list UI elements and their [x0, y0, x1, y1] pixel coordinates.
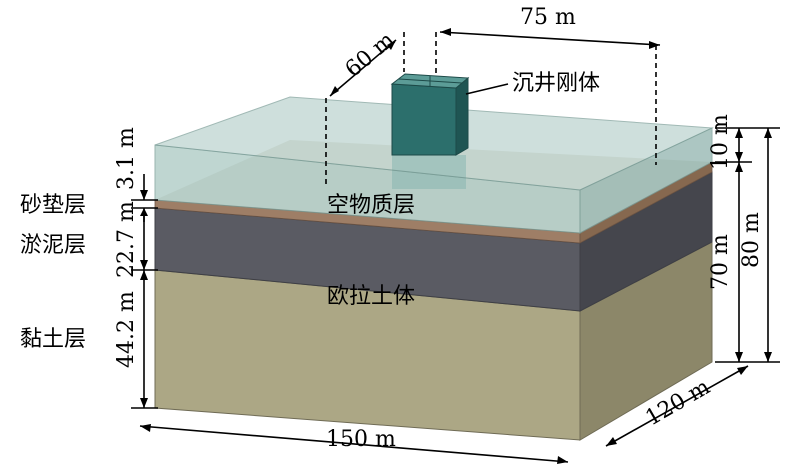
arrowhead — [330, 86, 339, 96]
arrowhead — [735, 162, 743, 172]
caisson-width-label: 60 m — [341, 27, 400, 82]
arrowhead — [440, 28, 451, 36]
arrowhead — [140, 190, 148, 200]
sand-thickness-label: 3.1 m — [114, 127, 139, 190]
caisson-side — [455, 76, 469, 156]
model-length-label: 150 m — [326, 427, 396, 452]
arrowhead — [387, 40, 396, 50]
caisson-top-divider — [398, 78, 463, 84]
dim-line-caisson-width — [329, 39, 397, 97]
void-thickness-label: 10 m — [708, 114, 733, 170]
silt-thickness-label: 22.7 m — [114, 201, 139, 278]
void-layer-label: 空物质层 — [327, 193, 415, 218]
silt-layer-label: 淤泥层 — [20, 233, 86, 258]
caisson-length-label: 75 m — [520, 5, 576, 30]
clay-thickness-label: 44.2 m — [114, 291, 139, 368]
dim-line-length — [139, 425, 569, 463]
sand-cushion-label: 砂垫层 — [20, 193, 86, 218]
arrowhead — [606, 437, 617, 446]
euler-soil-label: 欧拉土体 — [327, 284, 415, 309]
arrowhead — [764, 352, 772, 362]
arrowhead — [140, 424, 151, 432]
dim-line-caisson-length — [439, 31, 661, 46]
arrowhead — [140, 398, 148, 408]
arrowhead — [140, 260, 148, 270]
clay-layer-label: 黏土层 — [20, 327, 86, 352]
arrowhead — [557, 456, 568, 464]
caisson-front — [391, 83, 457, 156]
arrowhead — [764, 128, 772, 138]
total-height-label: 80 m — [739, 212, 764, 268]
arrowhead — [735, 352, 743, 362]
arrowhead — [737, 366, 748, 375]
arrowhead — [735, 152, 743, 162]
arrowhead — [735, 128, 743, 138]
arrowhead — [140, 270, 148, 280]
caisson-leader-line — [465, 83, 509, 95]
arrowhead — [649, 41, 660, 49]
dim-line-width — [605, 365, 749, 447]
caisson-label: 沉井刚体 — [512, 71, 600, 96]
soil-thickness-label: 70 m — [708, 234, 733, 290]
